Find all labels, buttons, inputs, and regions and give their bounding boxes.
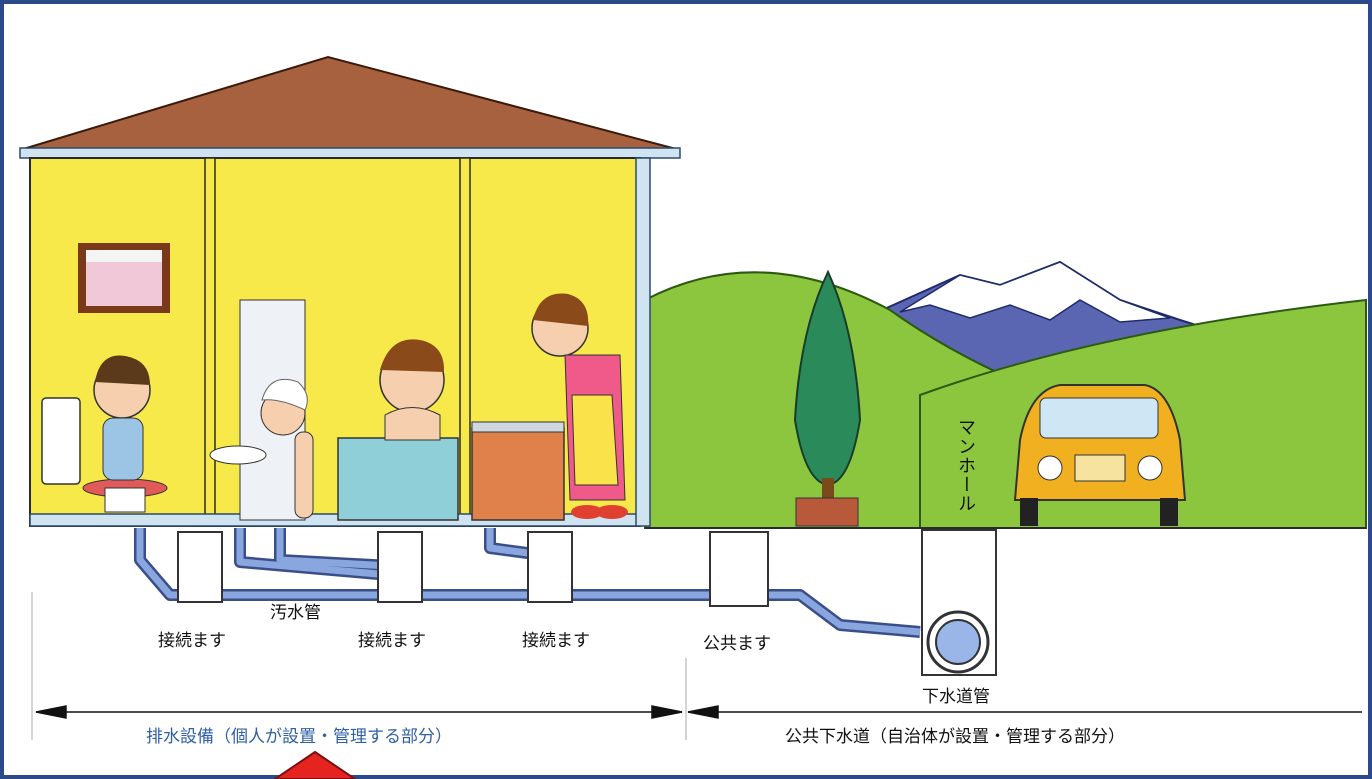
public-box bbox=[709, 531, 769, 607]
public-section-label: 公共下水道（自治体が設置・管理する部分） bbox=[785, 727, 1125, 747]
public-box-label: 公共ます bbox=[703, 634, 771, 654]
connection-box-label-1: 接続ます bbox=[158, 631, 226, 651]
connection-box bbox=[177, 531, 573, 603]
bath-icon bbox=[209, 299, 459, 521]
car-icon bbox=[1013, 384, 1187, 526]
manhole-label: マンホール bbox=[955, 418, 976, 513]
sewer-main-label: 下水道管 bbox=[922, 687, 990, 707]
dimension-arrow-public bbox=[687, 705, 1362, 719]
up-arrow-icon bbox=[273, 750, 357, 779]
toilet-icon bbox=[41, 355, 168, 513]
sewage-pipe-label: 汚水管 bbox=[270, 603, 321, 623]
connection-box-label-2: 接続ます bbox=[358, 631, 426, 651]
connection-box-label-3: 接続ます bbox=[522, 631, 590, 651]
tree-icon bbox=[793, 269, 862, 527]
manhole bbox=[921, 529, 997, 676]
private-section-label: 排水設備（個人が設置・管理する部分） bbox=[146, 727, 452, 747]
dimension-arrow-private bbox=[35, 705, 683, 719]
sink-icon bbox=[471, 293, 628, 521]
